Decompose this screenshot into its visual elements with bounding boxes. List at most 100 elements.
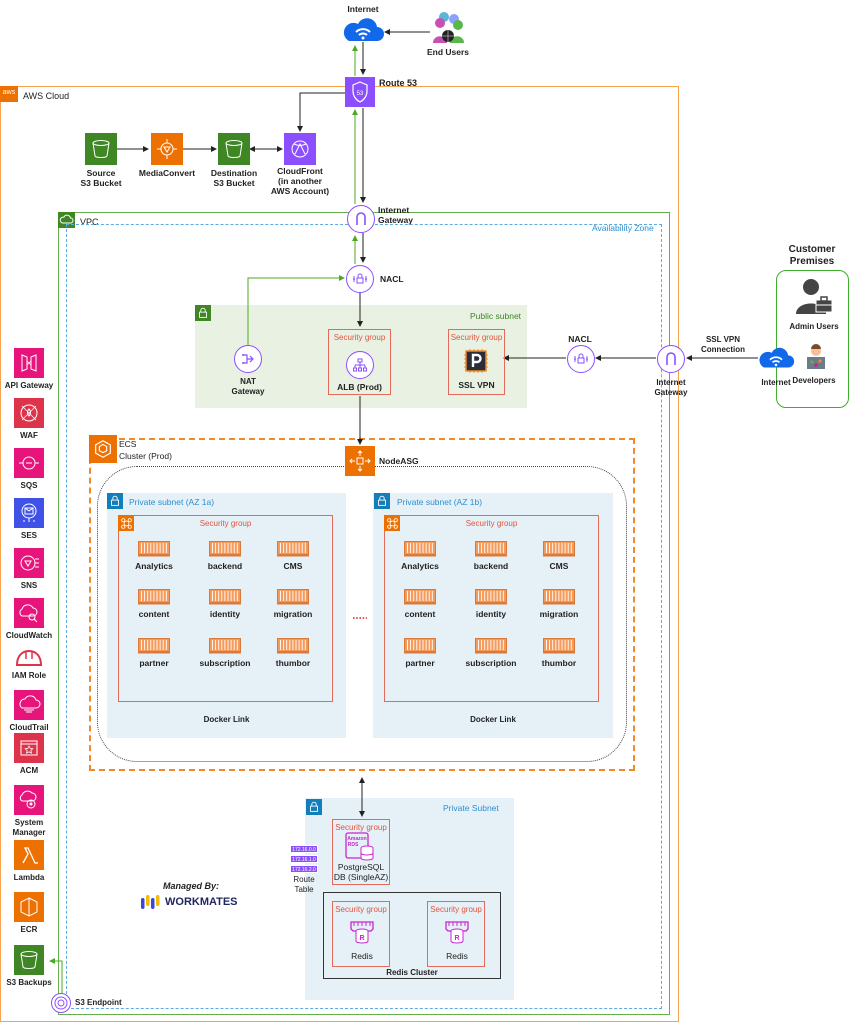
public-subnet-title: Public subnet [470, 311, 522, 321]
cloudfront-icon [284, 133, 316, 165]
internet-gateway-icon [347, 205, 375, 233]
private-subnet-az1a-title: Private subnet (AZ 1a) [129, 497, 215, 507]
left-service-label: SES [20, 531, 37, 540]
s3-bucket-icon [14, 945, 44, 975]
container-icon [277, 541, 309, 557]
admin-users-icon [794, 276, 834, 316]
ecs-icon [89, 435, 117, 463]
nodeasg-label: NodeASG [379, 456, 419, 466]
private-subnet-az1b [373, 493, 613, 738]
ecs-task-icon [118, 515, 134, 531]
svg-text:RDS: RDS [348, 842, 359, 848]
route53-icon: 53 [345, 77, 375, 107]
alb-security-group: Security group [328, 329, 391, 395]
end-users-icon [430, 10, 466, 46]
ecs-security-group-title: Security group [199, 519, 252, 528]
ecs-cluster-title-1: ECS [119, 439, 137, 449]
svg-text:53: 53 [357, 91, 364, 97]
left-service-label: SQS [20, 481, 38, 490]
mediaconvert-icon [151, 133, 183, 165]
ecs-service-identity: identity [209, 609, 241, 619]
nodeasg-icon [345, 446, 375, 476]
end-users-label: End Users [426, 47, 470, 57]
ecs-service-subscription: subscription [199, 658, 251, 668]
ecs-task-icon [384, 515, 400, 531]
redis-label: Redis [351, 951, 373, 961]
left-service-label: IAM Role [11, 671, 47, 680]
customer-internet-icon [757, 345, 795, 371]
route-table-entry: 172.16.0.0 [290, 845, 318, 853]
sqs-icon [14, 448, 44, 478]
container-icon [209, 541, 241, 557]
container-icon [138, 638, 170, 654]
ecs-service-subscription: subscription [465, 658, 517, 668]
ecs-service-cms: CMS [283, 561, 303, 571]
right-nacl-icon [567, 345, 595, 373]
ecs-service-analytics: Analytics [135, 561, 173, 571]
container-icon [138, 541, 170, 557]
workmates-logo-icon [140, 894, 162, 910]
container-icon [543, 638, 575, 654]
lock-icon [306, 799, 322, 815]
svg-text:R: R [359, 935, 364, 942]
left-service-label: CloudWatch [5, 631, 53, 640]
lock-icon [107, 493, 123, 509]
ecs-service-migration: migration [539, 609, 579, 619]
aws-cloud-group [0, 86, 679, 1022]
docker-link-az1a: Docker Link [203, 715, 250, 724]
redis-cluster-group [323, 892, 501, 979]
ssl-vpn-label: SSL VPN [458, 380, 495, 390]
managed-by-label: Managed By: [163, 881, 220, 891]
source-s3-bucket-icon [85, 133, 117, 165]
nat-gateway-icon [234, 345, 262, 373]
route-table-entry: 172.16.1.0 [290, 855, 318, 863]
left-service-label: Lambda [13, 873, 45, 882]
left-service-label: ACM [19, 766, 39, 775]
container-icon [475, 589, 507, 605]
iam-role-icon [14, 648, 44, 668]
lambda-icon [14, 840, 44, 870]
redis-cluster-label: Redis Cluster [386, 968, 438, 977]
private-subnet-az1b-title: Private subnet (AZ 1b) [397, 497, 483, 507]
vpc-title: VPC [80, 217, 99, 227]
container-icon [404, 541, 436, 557]
ecs-service-content: content [138, 609, 170, 619]
container-icon [209, 638, 241, 654]
ecs-security-group-title: Security group [465, 519, 518, 528]
ecs-service-analytics: Analytics [401, 561, 439, 571]
alb-icon [346, 351, 374, 379]
customer-premises-group [776, 270, 849, 408]
cloudwatch-icon [14, 598, 44, 628]
s3-endpoint-icon [51, 993, 71, 1013]
container-icon [404, 589, 436, 605]
container-icon [543, 541, 575, 557]
left-service-label: S3 Backups [6, 978, 52, 987]
internet-cloud-icon [341, 16, 385, 44]
route-table-entry: 172.16.2.0 [290, 865, 318, 873]
left-service-label: ECR [20, 925, 38, 934]
docker-link-az1b: Docker Link [470, 715, 516, 724]
nacl-icon [346, 265, 374, 293]
api-gateway-icon [14, 348, 44, 378]
container-icon [475, 541, 507, 557]
alb-security-group-title: Security group [333, 333, 386, 342]
developers-icon [803, 344, 829, 370]
destination-s3-bucket-icon [218, 133, 250, 165]
private-subnet-az1a [107, 493, 346, 738]
aws-logo: aws [0, 86, 18, 102]
ecs-service-backend: backend [207, 561, 243, 571]
ecs-service-partner: partner [405, 658, 435, 668]
vpn-security-group-title: Security group [450, 333, 503, 342]
left-service-label: API Gateway [4, 381, 54, 390]
mediaconvert-label: MediaConvert [138, 168, 196, 178]
redis-icon: R [443, 919, 471, 945]
private-subnet-db-title: Private Subnet [443, 803, 499, 813]
